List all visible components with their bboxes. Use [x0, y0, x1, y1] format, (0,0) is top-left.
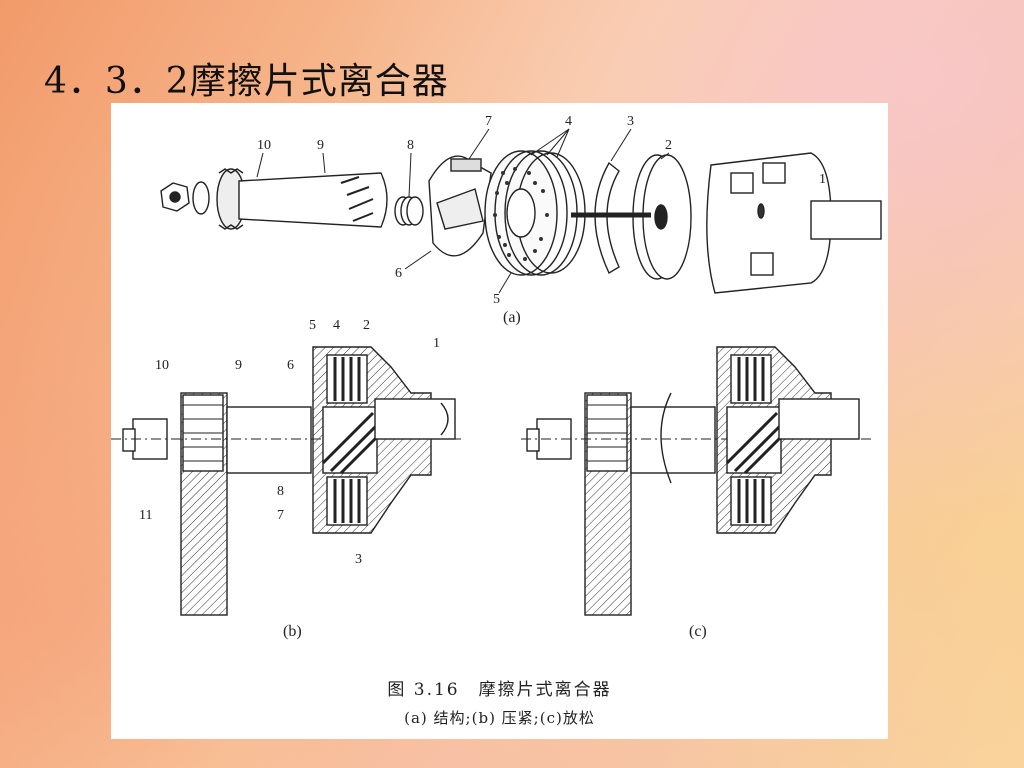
shaft-section [226, 406, 312, 474]
part-number-label: 5 [309, 318, 316, 333]
part-number-label: 2 [363, 318, 370, 333]
part-number-label: 6 [395, 266, 402, 281]
nut-hole [169, 191, 181, 203]
exploded-view-labels: 10 9 8 7 4 3 2 1 6 5 [256, 114, 826, 307]
part-number-label: 10 [257, 138, 271, 153]
part-number-label: 7 [277, 508, 284, 523]
part-number-label: 7 [485, 114, 492, 129]
part-number-label: 6 [287, 358, 294, 373]
exploded-view [160, 150, 882, 294]
figure-caption-title: 图 3.16 摩擦片式离合器 [387, 680, 612, 700]
washer-part [192, 181, 210, 215]
panel-label-a: (a) [503, 309, 521, 326]
panel-label-b: (b) [283, 623, 302, 640]
part-number-label: 1 [819, 172, 826, 187]
shaft-section [630, 406, 716, 474]
clutch-figure: 10 9 8 7 4 3 2 1 6 5 [111, 103, 888, 739]
shaft-part [238, 172, 388, 228]
part-number-label: 3 [627, 114, 634, 129]
part-number-label: 5 [493, 292, 500, 307]
part-number-label: 3 [355, 552, 362, 567]
part-number-label: 8 [277, 484, 284, 499]
engaged-section-view [111, 346, 461, 616]
part-number-label: 1 [433, 336, 440, 351]
part-number-label: 8 [407, 138, 414, 153]
part-number-label: 10 [155, 358, 169, 373]
part-number-label: 11 [139, 508, 152, 523]
output-shaft-section [374, 398, 456, 440]
pressure-disc-part [632, 154, 692, 280]
engaged-view-labels: 5 4 2 1 10 9 6 8 7 11 3 [139, 318, 440, 567]
slide-title: 4．3．2摩擦片式离合器 [44, 61, 449, 102]
part-number-label: 4 [565, 114, 572, 129]
panel-label-c: (c) [689, 623, 707, 640]
part-number-label: 9 [317, 138, 324, 153]
figure-caption-subtitle: (a) 结构;(b) 压紧;(c)放松 [404, 709, 595, 727]
part-number-label: 9 [235, 358, 242, 373]
output-shaft-part [810, 200, 882, 240]
spring-part [394, 196, 424, 226]
released-section-view [521, 346, 871, 616]
part-number-label: 4 [333, 318, 340, 333]
clutch-diagram: 10 9 8 7 4 3 2 1 6 5 [111, 114, 882, 616]
c-ring-part [594, 161, 620, 274]
output-shaft-section [778, 398, 860, 440]
friction-disc-pack [484, 150, 586, 276]
part-number-label: 2 [665, 138, 672, 153]
